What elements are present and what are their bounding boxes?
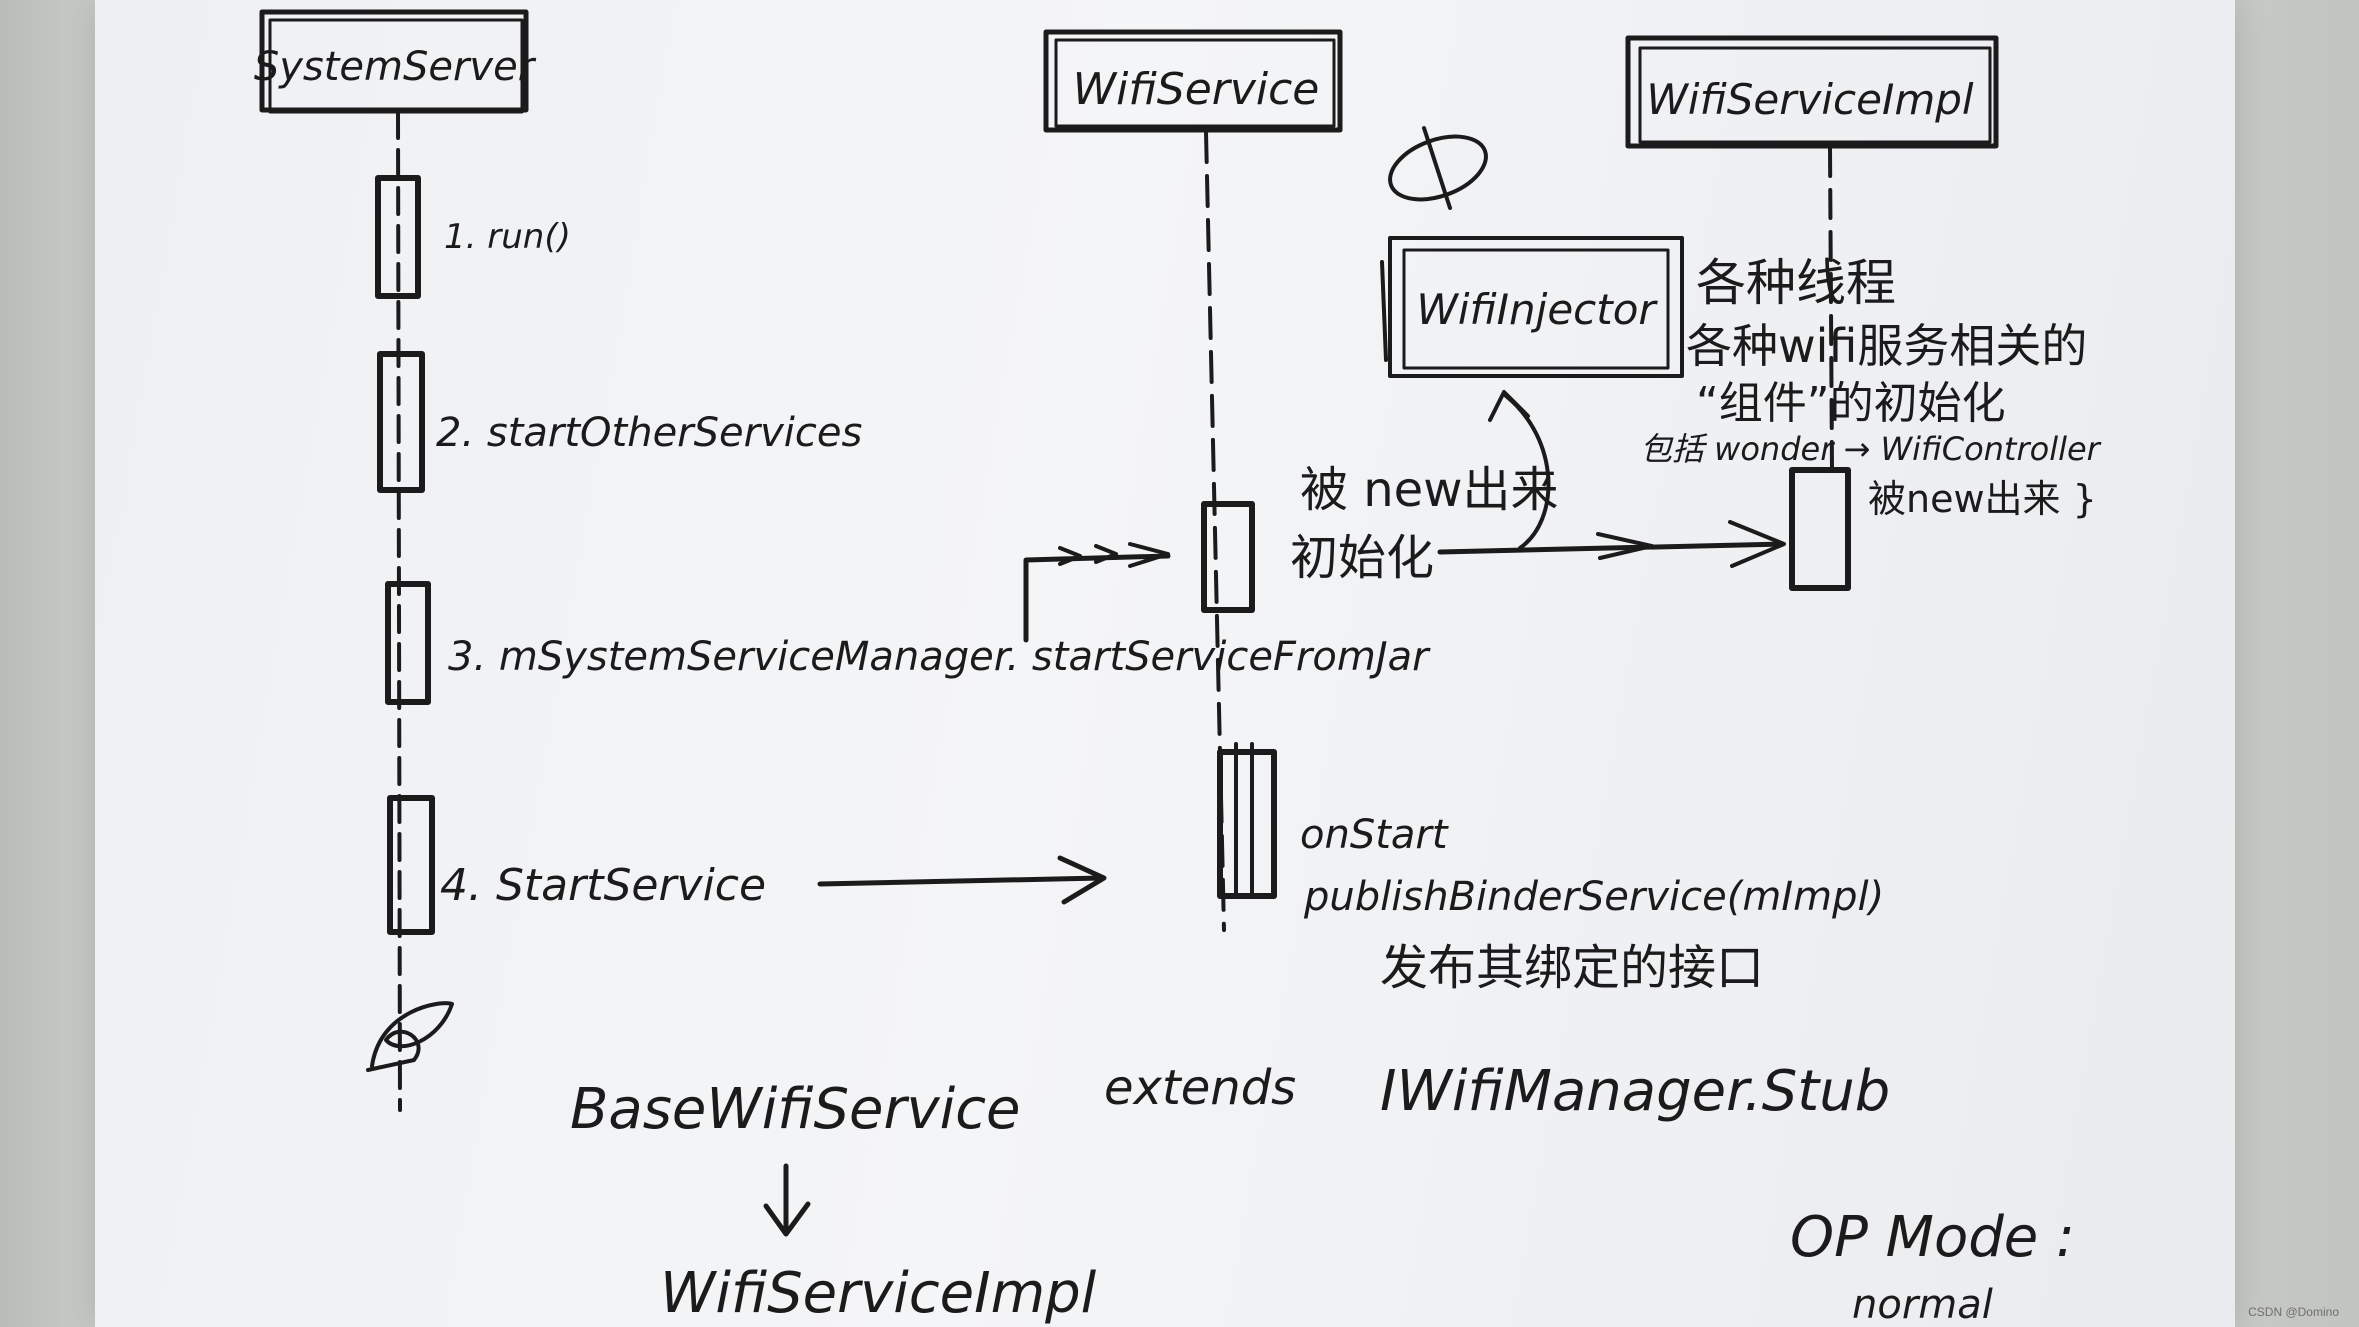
onstart-label: onStart — [1300, 812, 1449, 858]
lifeline-wifiservice: WifiService — [1043, 29, 1343, 133]
step-start-service: 4. StartService — [440, 860, 766, 911]
injector-note-1: 各种线程 — [1696, 254, 1896, 312]
publish-binder-label: publishBinderService(mImpl) — [1303, 874, 1884, 920]
lifeline-line-wifiserviceimpl — [1828, 146, 1834, 472]
new-label: 被 new出来 — [1300, 462, 1558, 518]
publish-note: 发布其绑定的接口 — [1380, 940, 1764, 996]
doodle-symbol — [1388, 126, 1488, 210]
init-label: 初始化 — [1290, 530, 1434, 586]
wifiinjector-box: WifiInjector — [1380, 236, 1684, 378]
injector-note-2: 各种wifi服务相关的 — [1686, 319, 2087, 373]
lifeline-systemserver: SystemServer — [254, 9, 537, 114]
arrow-new-wifiinjector — [1488, 390, 1551, 550]
injector-note-5: 被new出来 } — [1868, 477, 2097, 521]
lifeline-wifiservice-label: WifiService — [1073, 64, 1320, 115]
watermark: CSDN @Domino — [2248, 1305, 2339, 1319]
activation-wifiserviceimpl — [1789, 467, 1851, 591]
arrow-to-wifiservice-init — [1023, 542, 1171, 643]
injector-note-4: 包括 wonder → WifiController — [1640, 430, 2102, 468]
op-mode-value: normal — [1852, 1282, 1993, 1327]
activation-wifiservice-init — [1201, 501, 1255, 613]
interface-label: IWifiManager.Stub — [1380, 1059, 1890, 1124]
activation-systemserver — [375, 175, 435, 935]
arrow-start-service — [817, 855, 1107, 905]
paper-sheet — [95, 0, 2235, 1327]
extends-label: extends — [1104, 1060, 1296, 1116]
op-mode-title: OP Mode : — [1790, 1205, 2075, 1270]
lifeline-wifiserviceimpl-label: WifiServiceImpl — [1646, 75, 1974, 124]
step-start-service-from-jar: 3. mSystemServiceManager. startServiceFr… — [448, 634, 1431, 680]
lifeline-line-systemserver — [396, 110, 402, 1112]
injector-note-3: “组件”的初始化 — [1696, 378, 2006, 429]
end-scribble — [366, 1001, 454, 1072]
base-class-label: BaseWifiService — [570, 1077, 1020, 1142]
activation-wifiservice-onstart — [1217, 742, 1277, 899]
step-start-other-services: 2. startOtherServices — [436, 410, 862, 456]
lifeline-wifiserviceimpl: WifiServiceImpl — [1625, 35, 1999, 149]
lifeline-systemserver-label: SystemServer — [254, 44, 537, 90]
derived-class-label: WifiServiceImpl — [660, 1261, 1097, 1326]
arrow-init-to-impl — [1437, 520, 1786, 568]
wifiinjector-label: WifiInjector — [1416, 285, 1658, 334]
arrow-inherit-down — [763, 1163, 811, 1237]
step-run: 1. run() — [444, 217, 571, 257]
